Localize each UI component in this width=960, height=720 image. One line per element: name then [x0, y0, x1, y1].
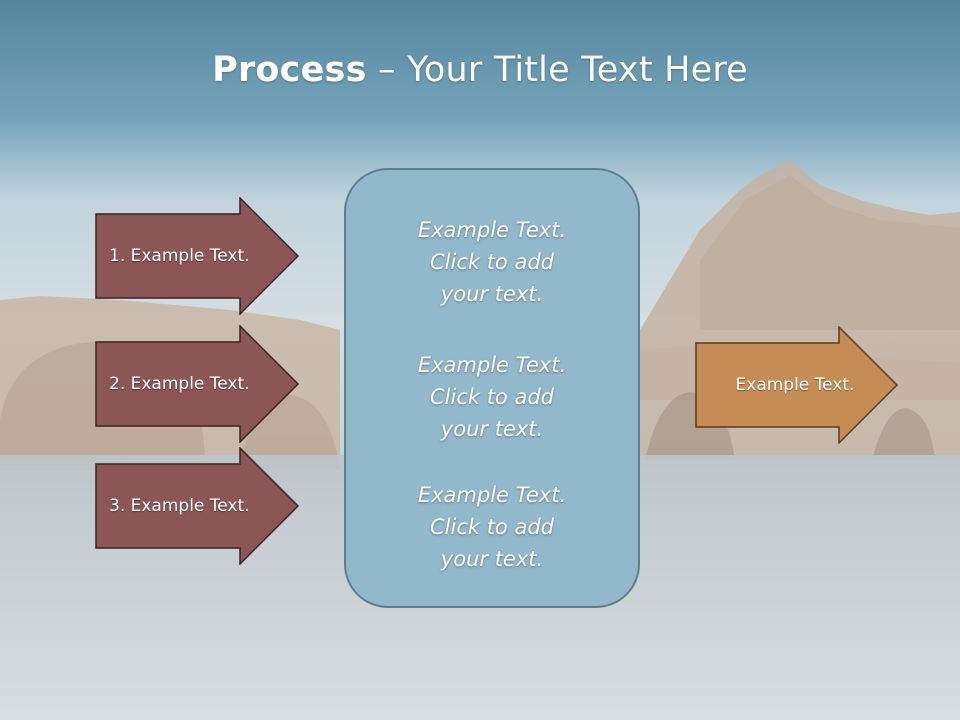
right-arrow-icon: [95, 197, 300, 315]
title-rest: – Your Title Text Here: [366, 50, 748, 90]
center-block-3-line2: Click to add: [429, 515, 554, 539]
center-block-1-line1: Example Text.: [417, 218, 567, 242]
center-block-1-line3: your text.: [440, 282, 544, 306]
title-bold: Process: [212, 50, 367, 90]
right-arrow-icon: [95, 325, 300, 443]
step-arrow-1[interactable]: 1. Example Text.: [95, 197, 300, 315]
right-arrow-icon: [695, 326, 899, 444]
slide-title: Process – Your Title Text Here: [0, 50, 960, 90]
center-block-2-line2: Click to add: [429, 385, 554, 409]
center-block-1-line2: Click to add: [429, 250, 554, 274]
step-arrow-3[interactable]: 3. Example Text.: [95, 447, 300, 565]
center-block-3: Example Text. Click to add your text.: [346, 479, 638, 575]
center-block-3-line3: your text.: [440, 547, 544, 571]
center-block-1: Example Text. Click to add your text.: [346, 214, 638, 310]
result-label: Example Text.: [735, 375, 855, 395]
center-text-box[interactable]: Example Text. Click to add your text. Ex…: [344, 168, 640, 608]
center-block-2: Example Text. Click to add your text.: [346, 349, 638, 445]
center-block-2-line3: your text.: [440, 417, 544, 441]
right-arrow-icon: [95, 447, 300, 565]
center-block-2-line1: Example Text.: [417, 353, 567, 377]
center-block-3-line1: Example Text.: [417, 483, 567, 507]
step-label-3: 3. Example Text.: [109, 496, 250, 516]
result-arrow[interactable]: Example Text.: [695, 326, 899, 444]
step-label-2: 2. Example Text.: [109, 374, 250, 394]
step-arrow-2[interactable]: 2. Example Text.: [95, 325, 300, 443]
step-label-1: 1. Example Text.: [109, 246, 250, 266]
